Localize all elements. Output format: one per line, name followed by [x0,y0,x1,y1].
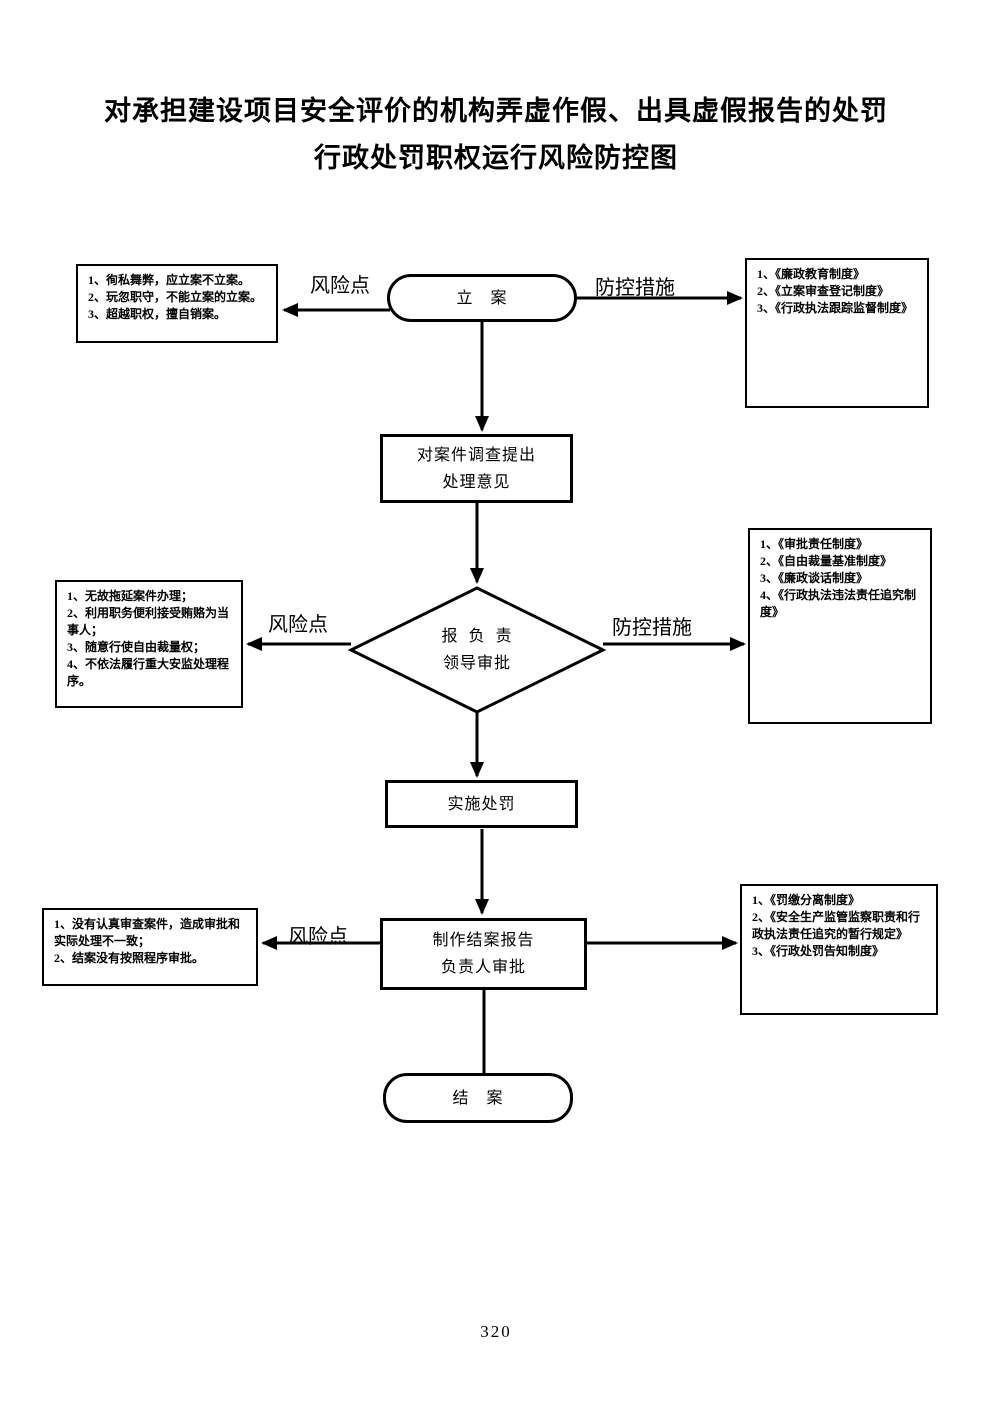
label-control-measures-top: 防控措施 [595,277,675,299]
control-box-middle-item-2: 2、《自由裁量基准制度》 [760,554,893,568]
node-case-closed-label: 结 案 [452,1089,504,1107]
document-title: 对承担建设项目安全评价的机构弄虚作假、出具虚假报告的处罚 行政处罚职权运行风险防… [0,88,992,182]
risk-box-top-item-1: 1、徇私舞弊，应立案不立案。 [88,273,251,287]
node-leader-approval-line-2: 领导审批 [442,655,511,672]
control-box-top-item-3: 3、《行政执法跟踪监督制度》 [757,301,914,315]
risk-box-middle-item-2: 2、利用职务便利接受贿赂为当事人； [67,606,230,637]
control-box-middle-item-3: 3、《廉政谈话制度》 [760,571,869,585]
risk-box-top-item-2: 2、玩忽职守，不能立案的立案。 [88,290,263,304]
node-case-closed: 结 案 [383,1073,573,1123]
risk-box-middle-item-3: 3、随意行使自由裁量权； [67,640,206,654]
label-risk-point-top: 风险点 [310,275,370,297]
node-closing-report: 制作结案报告 负责人审批 [380,918,587,990]
node-leader-approval-line-1: 报 负 责 [441,628,513,645]
risk-box-top: 1、徇私舞弊，应立案不立案。 2、玩忽职守，不能立案的立案。 3、超越职权，擅自… [76,264,278,343]
label-risk-point-middle: 风险点 [268,614,328,636]
node-implement-penalty: 实施处罚 [385,780,578,828]
label-risk-point-bottom: 风险点 [288,926,348,948]
risk-box-bottom-item-2: 2、结案没有按照程序审批。 [54,951,205,965]
node-closing-report-line-1: 制作结案报告 [432,932,535,949]
title-line-1: 对承担建设项目安全评价的机构弄虚作假、出具虚假报告的处罚 [104,96,888,126]
control-box-top: 1、《廉政教育制度》 2、《立案审查登记制度》 3、《行政执法跟踪监督制度》 [745,258,929,408]
label-control-measures-middle: 防控措施 [612,617,692,639]
node-leader-approval: 报 负 责 领导审批 [377,622,577,678]
page-number: 320 [480,1322,512,1341]
control-box-bottom: 1、《罚缴分离制度》 2、《安全生产监管监察职责和行政执法责任追究的暂行规定》 … [740,884,938,1015]
node-case-filing-label: 立 案 [456,289,508,307]
node-closing-report-line-2: 负责人审批 [440,959,526,976]
title-line-2: 行政处罚职权运行风险防控图 [314,143,678,173]
control-box-middle-item-4: 4、《行政执法违法责任追究制度》 [760,588,917,619]
control-box-middle-item-1: 1、《审批责任制度》 [760,537,869,551]
control-box-bottom-item-3: 3、《行政处罚告知制度》 [752,944,885,958]
control-box-bottom-item-2: 2、《安全生产监管监察职责和行政执法责任追究的暂行规定》 [752,910,921,941]
risk-box-top-item-3: 3、超越职权，擅自销案。 [88,307,227,321]
node-case-filing: 立 案 [387,274,577,322]
risk-box-bottom-item-1: 1、没有认真审查案件，造成审批和实际处理不一致； [54,917,241,948]
node-investigation-line-1: 对案件调查提出 [416,446,536,464]
node-investigation-line-2: 处理意见 [442,473,511,491]
control-box-middle: 1、《审批责任制度》 2、《自由裁量基准制度》 3、《廉政谈话制度》 4、《行政… [748,528,932,724]
risk-box-middle-item-1: 1、无故拖延案件办理； [67,589,194,603]
risk-box-middle: 1、无故拖延案件办理； 2、利用职务便利接受贿赂为当事人； 3、随意行使自由裁量… [55,580,243,708]
control-box-top-item-1: 1、《廉政教育制度》 [757,267,866,281]
risk-box-middle-item-4: 4、不依法履行重大安监处理程序。 [67,657,230,688]
node-investigation-opinion: 对案件调查提出 处理意见 [380,434,573,503]
control-box-bottom-item-1: 1、《罚缴分离制度》 [752,893,861,907]
node-implement-penalty-label: 实施处罚 [447,795,516,813]
risk-box-bottom: 1、没有认真审查案件，造成审批和实际处理不一致； 2、结案没有按照程序审批。 [42,908,258,986]
control-box-top-item-2: 2、《立案审查登记制度》 [757,284,890,298]
